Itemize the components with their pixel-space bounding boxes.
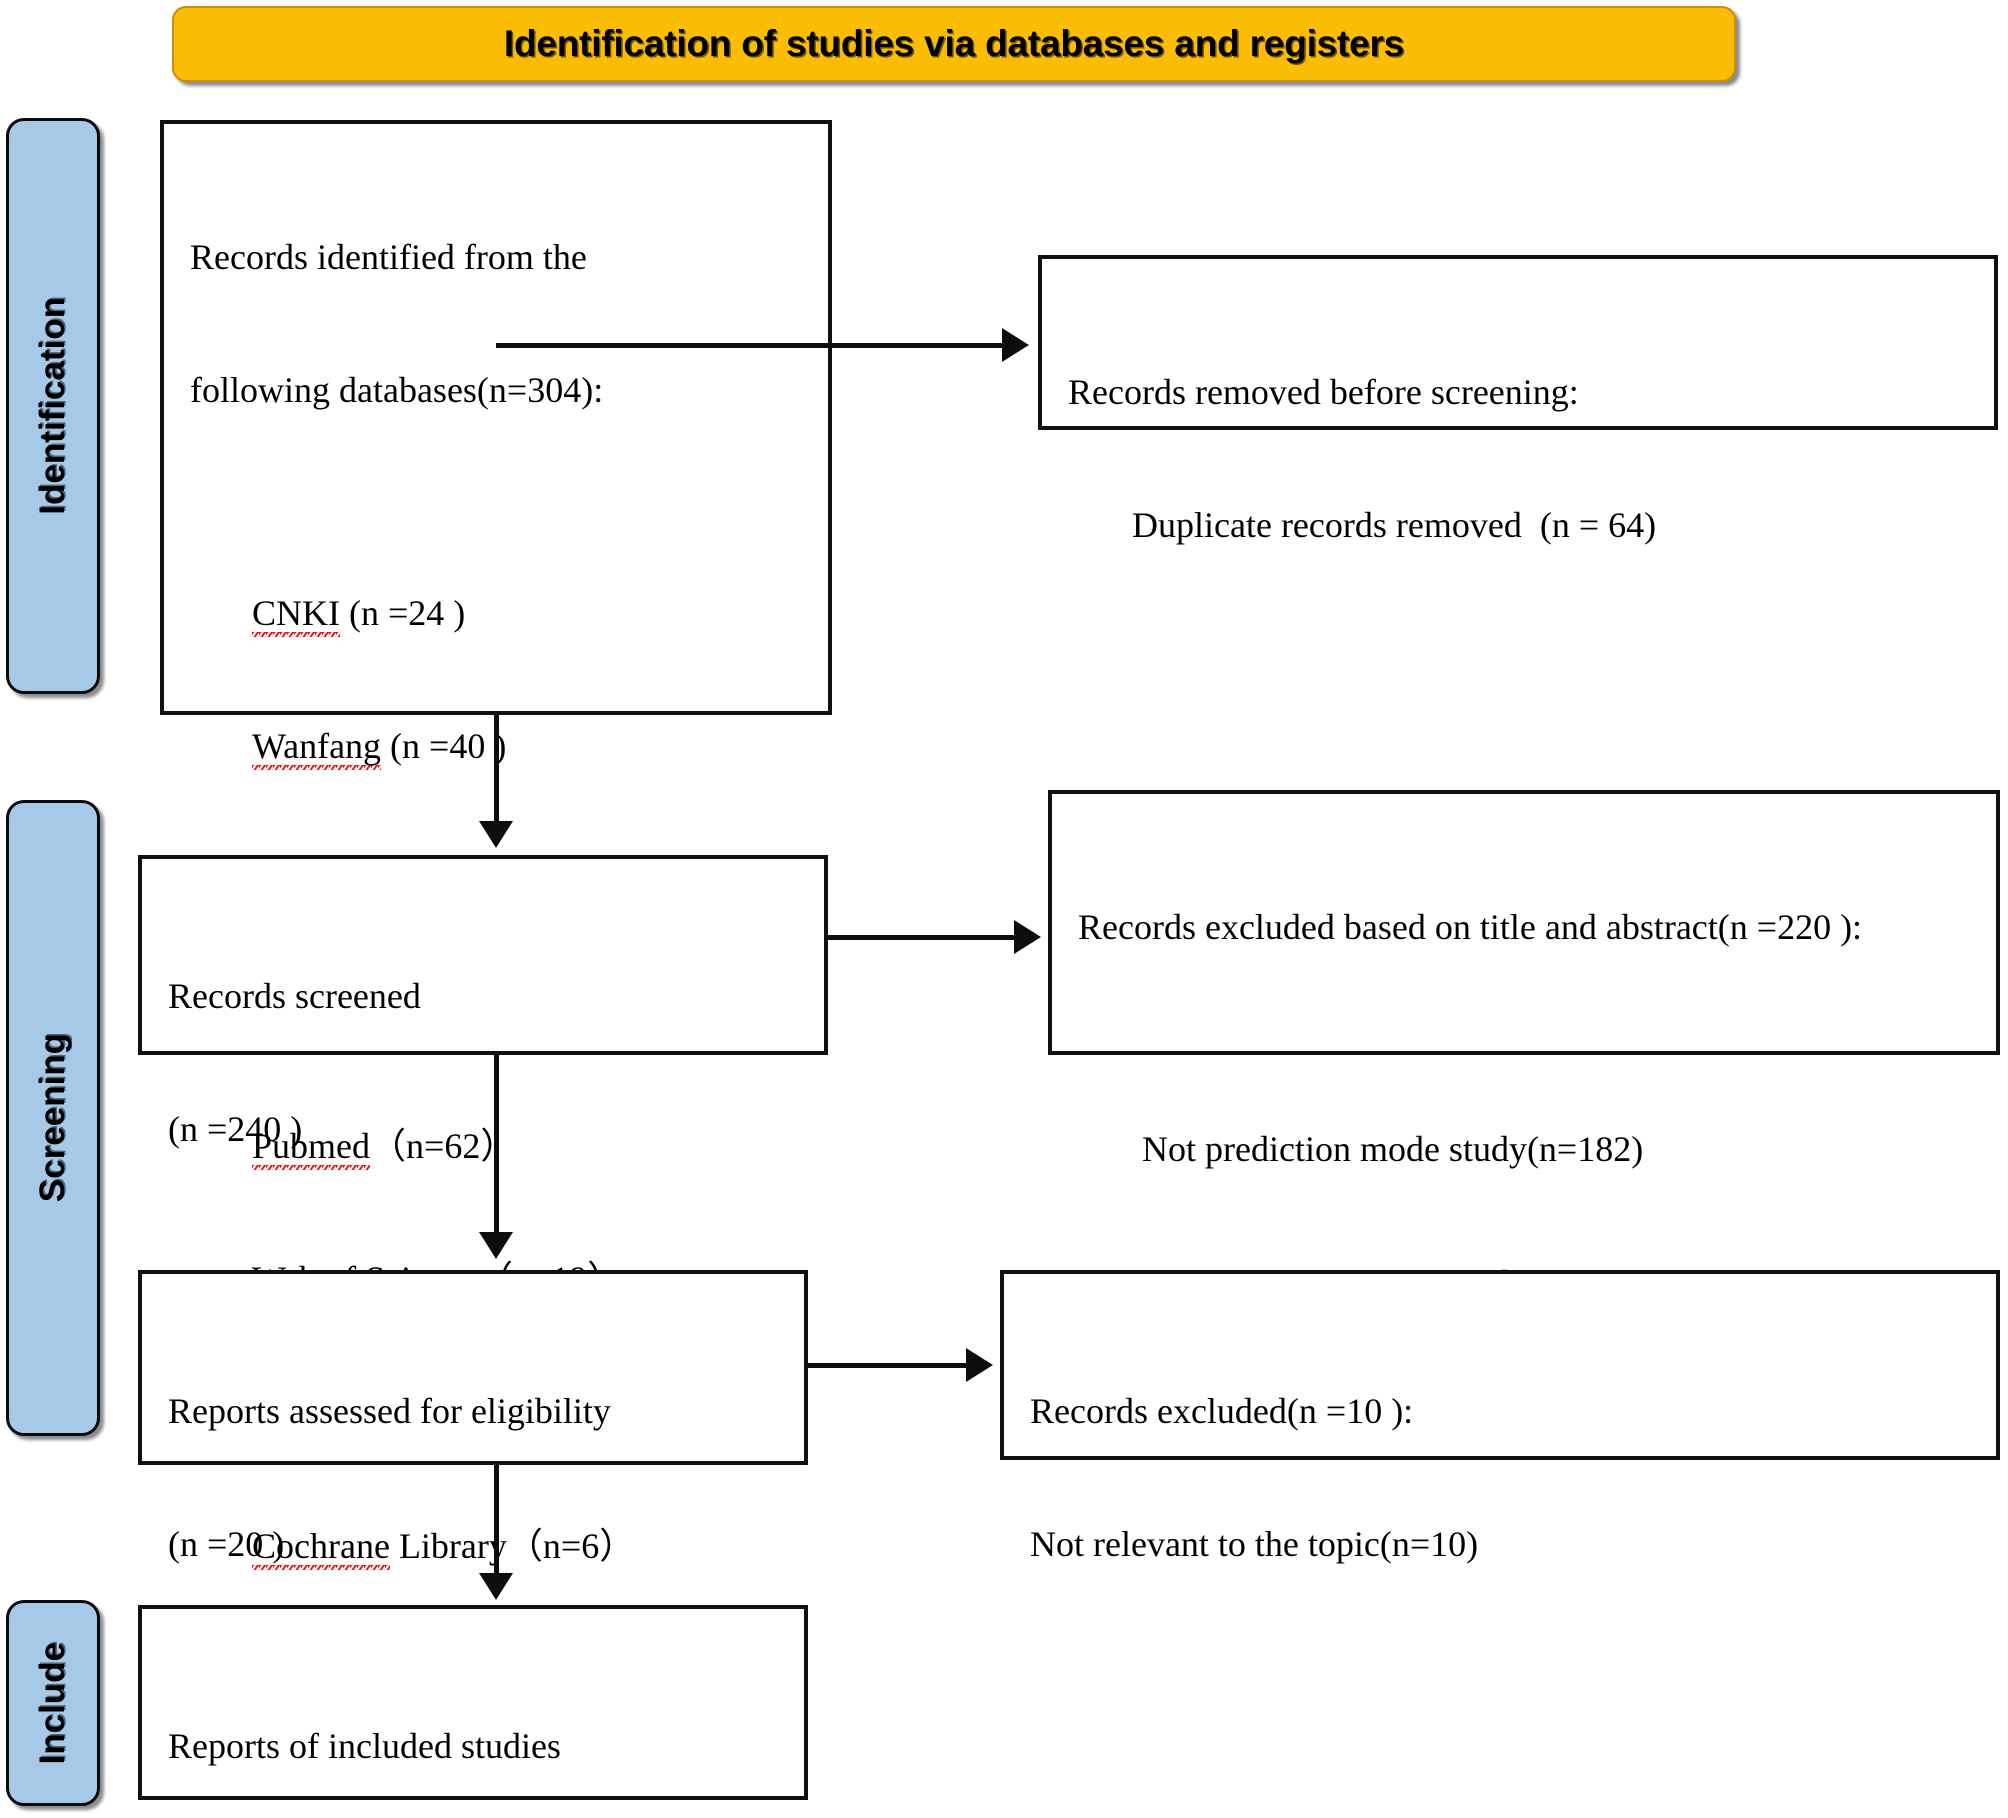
stage-label-include: Include — [6, 1600, 100, 1806]
diagram-title: Identification of studies via databases … — [503, 23, 1405, 64]
arrow-down-icon — [479, 1573, 513, 1600]
source-name: Cochrane — [252, 1526, 390, 1572]
connector-eligibility-to-included — [494, 1465, 499, 1580]
records-identified-line1: Records identified from the — [190, 236, 587, 277]
connector-screened-to-eligibility — [494, 1055, 499, 1237]
connector-eligibility-to-excluded — [808, 1363, 968, 1368]
excluded-rel-line2: Not relevant to the topic(n=10) — [1030, 1524, 1479, 1565]
arrow-down-icon — [479, 821, 513, 848]
box-records-excluded-title-abstract: Records excluded based on title and abst… — [1048, 790, 2000, 1436]
box-reports-included-studies-body: Reports of included studies (n =10 ) — [142, 1609, 804, 1818]
source-name: Wanfang — [252, 725, 382, 771]
box-records-identified: Records identified from the following da… — [160, 120, 832, 1699]
excluded-reason: Not prediction mode study(n=182) — [1142, 1127, 1976, 1171]
source-count: (n =24 ) — [340, 592, 466, 633]
box-reports-included-studies: Reports of included studies (n =10 ) — [138, 1605, 808, 1800]
box-records-excluded-relevance-body: Records excluded(n =10 ): Not relevant t… — [1004, 1274, 1996, 1666]
eligibility-line1: Reports assessed for eligibility — [168, 1390, 611, 1431]
records-screened-line1: Records screened — [168, 975, 421, 1016]
source-item: Cochrane Library（n=6） — [252, 1524, 808, 1572]
stage-label-identification: Identification — [6, 118, 100, 694]
excluded-ta-line1: Records excluded based on title and abst… — [1078, 906, 1863, 947]
records-screened-count: (n =240 ) — [168, 1109, 303, 1150]
box-reports-assessed-eligibility-body: Reports assessed for eligibility (n =20 … — [142, 1274, 804, 1666]
records-identified-line2: following databases(n=304): — [190, 370, 604, 411]
box-records-excluded-relevance: Records excluded(n =10 ): Not relevant t… — [1000, 1270, 2000, 1564]
source-item: Pubmed（n=62） — [252, 1124, 808, 1171]
records-removed-line1: Records removed before screening: — [1068, 371, 1579, 412]
connector-identified-to-removed — [496, 343, 1004, 348]
source-item: CNKI (n =24 ) — [252, 591, 808, 638]
connector-identified-to-screened — [494, 715, 499, 825]
source-count: Library（n=6） — [389, 1526, 636, 1567]
excluded-rel-line1: Records excluded(n =10 ): — [1030, 1390, 1414, 1431]
arrow-right-icon — [1002, 328, 1029, 362]
included-line1: Reports of included studies — [168, 1725, 561, 1766]
eligibility-count: (n =20 ) — [168, 1524, 285, 1565]
arrow-down-icon — [479, 1232, 513, 1259]
diagram-header-banner: Identification of studies via databases … — [172, 6, 1736, 82]
arrow-right-icon — [1014, 920, 1041, 954]
box-records-screened: Records screened (n =240 ) — [138, 855, 828, 1149]
source-name: Pubmed — [252, 1125, 371, 1171]
stage-label-screening-text: Screening — [33, 1033, 72, 1203]
source-item: Wanfang (n =40 ) — [252, 724, 808, 771]
excluded-reason-text: Not prediction mode study(n=182) — [1142, 1129, 1644, 1170]
box-records-screened-body: Records screened (n =240 ) — [142, 859, 824, 1251]
source-count: （n=62） — [370, 1125, 517, 1166]
connector-screened-to-excluded — [828, 935, 1016, 940]
stage-label-include-text: Include — [33, 1641, 72, 1765]
box-records-removed-body: Records removed before screening: Duplic… — [1042, 259, 1994, 647]
arrow-right-icon — [966, 1348, 993, 1382]
stage-label-screening: Screening — [6, 800, 100, 1436]
records-removed-line2: Duplicate records removed (n = 64) — [1132, 505, 1657, 546]
source-count: (n =40 ) — [381, 725, 507, 766]
box-reports-assessed-eligibility: Reports assessed for eligibility (n =20 … — [138, 1270, 808, 1564]
stage-label-identification-text: Identification — [33, 297, 72, 515]
box-records-removed: Records removed before screening: Duplic… — [1038, 255, 1998, 545]
source-name: CNKI — [252, 592, 340, 638]
